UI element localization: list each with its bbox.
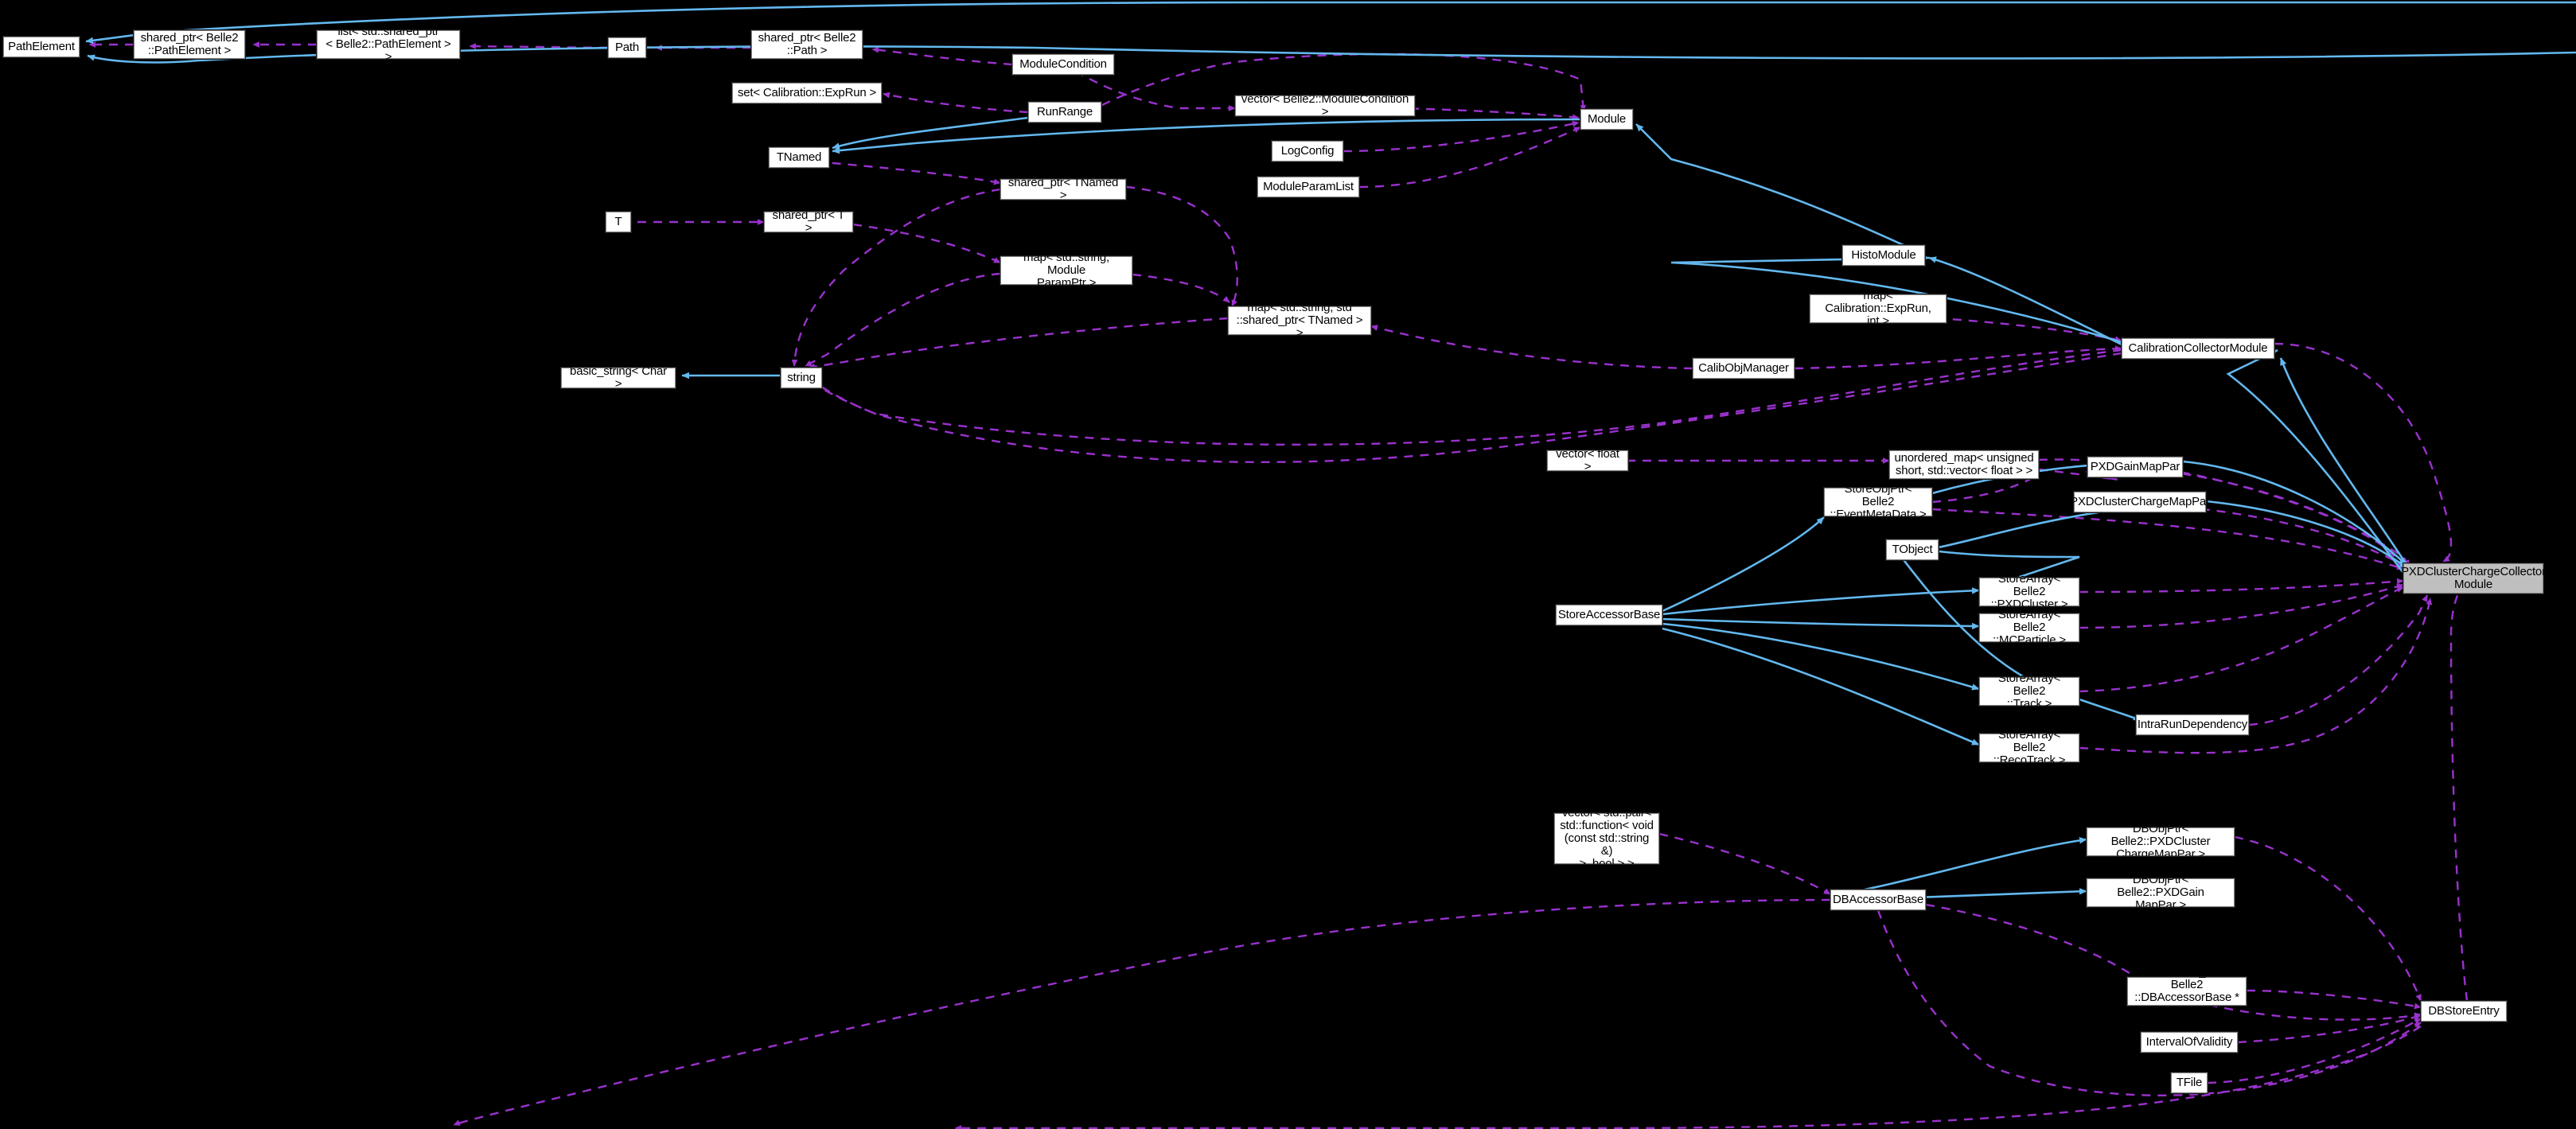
class-node-StoreAccessorBase[interactable]: StoreAccessorBase	[1555, 604, 1663, 626]
class-node-StoreArrayPXDCl[interactable]: StoreArray< Belle2 ::PXDCluster >	[1978, 573, 2080, 611]
class-node-TObject[interactable]: TObject	[1885, 539, 1939, 561]
class-node-listSharedPtrPE[interactable]: list< std::shared_ptr < Belle2::PathElem…	[316, 25, 461, 64]
class-node-PXDGainMapPar[interactable]: PXDGainMapPar	[2087, 456, 2184, 478]
class-node-StoreArrayTrack[interactable]: StoreArray< Belle2 ::Track >	[1978, 672, 2080, 710]
class-node-vecPairFunc[interactable]: vector< std::pair< std::function< void (…	[1553, 807, 1660, 870]
class-node-sharedPtrTNamed[interactable]: shared_ptr< TNamed >	[1000, 177, 1127, 202]
class-node-IntervalOfValidity[interactable]: IntervalOfValidity	[2140, 1031, 2239, 1053]
class-node-TFile[interactable]: TFile	[2170, 1072, 2208, 1094]
class-node-ModuleParamList[interactable]: ModuleParamList	[1257, 176, 1360, 198]
class-node-TNamed[interactable]: TNamed	[768, 146, 830, 169]
class-node-T[interactable]: T	[605, 211, 632, 233]
class-node-DBStoreEntry[interactable]: DBStoreEntry	[2420, 1000, 2508, 1022]
class-node-DBAccessorBase[interactable]: DBAccessorBase	[1830, 889, 1927, 911]
class-node-sharedPtrPathEl[interactable]: shared_ptr< Belle2 ::PathElement >	[133, 29, 246, 60]
class-node-Module[interactable]: Module	[1580, 108, 1634, 130]
class-node-StoreArrayRecoTrk[interactable]: StoreArray< Belle2 ::RecoTrack >	[1978, 729, 2080, 767]
class-node-PXDClChargeMapPar[interactable]: PXDClusterChargeMapPar	[2070, 491, 2210, 513]
class-node-sharedPtrPath[interactable]: shared_ptr< Belle2 ::Path >	[750, 29, 863, 60]
class-node-string[interactable]: string	[780, 367, 823, 389]
class-node-IntraRunDependency[interactable]: IntraRunDependency	[2135, 714, 2250, 736]
class-node-PathElement[interactable]: PathElement	[2, 36, 80, 58]
class-node-mapStringSharedTN[interactable]: map< std::string, std ::shared_ptr< TNam…	[1227, 302, 1372, 340]
class-node-setExpRun[interactable]: set< Calibration::ExpRun >	[731, 82, 883, 104]
usage-edges	[88, 41, 2469, 1129]
class-node-vecModuleCond[interactable]: vector< Belle2::ModuleCondition >	[1234, 93, 1416, 119]
class-node-HistoModule[interactable]: HistoModule	[1841, 244, 1926, 267]
class-node-PXDClChargeCollMod[interactable]: PXDClusterChargeCollector Module	[2401, 563, 2546, 594]
class-node-unorderedMapUS[interactable]: unordered_map< unsigned short, std::vect…	[1888, 450, 2040, 480]
class-node-CalibCollectorMod[interactable]: CalibrationCollectorModule	[2121, 337, 2275, 360]
class-node-Path[interactable]: Path	[607, 37, 647, 59]
class-node-RunRange[interactable]: RunRange	[1027, 101, 1102, 123]
class-node-StoreObjPtrEMD[interactable]: StoreObjPtr< Belle2 ::EventMetaData >	[1823, 483, 1933, 521]
class-node-mapExpRunInt[interactable]: map< Calibration::ExpRun, int >	[1809, 290, 1947, 328]
class-node-sharedPtrT[interactable]: shared_ptr< T >	[763, 209, 854, 235]
class-node-mapStringModParam[interactable]: map< std::string, Module ParamPtr >	[1000, 251, 1133, 290]
class-node-vectorFloat[interactable]: vector< float >	[1546, 448, 1629, 473]
class-node-basicString[interactable]: basic_string< Char >	[560, 365, 676, 391]
class-node-unorderedSetDBAcc[interactable]: unordered_set< Belle2 ::DBAccessorBase *…	[2126, 966, 2247, 1017]
class-node-ModuleCondition[interactable]: ModuleCondition	[1011, 53, 1115, 76]
class-node-StoreArrayMCPart[interactable]: StoreArray< Belle2 ::MCParticle >	[1978, 609, 2080, 647]
class-node-DBObjPtrPXDGain[interactable]: DBObjPtr< Belle2::PXDGain MapPar >	[2086, 874, 2235, 912]
inheritance-edges	[85, 1, 2576, 902]
class-node-DBObjPtrPXDClChg[interactable]: DBObjPtr< Belle2::PXDCluster ChargeMapPa…	[2086, 823, 2235, 861]
class-node-LogConfig[interactable]: LogConfig	[1271, 140, 1344, 162]
class-node-CalibObjManager[interactable]: CalibObjManager	[1692, 357, 1795, 380]
